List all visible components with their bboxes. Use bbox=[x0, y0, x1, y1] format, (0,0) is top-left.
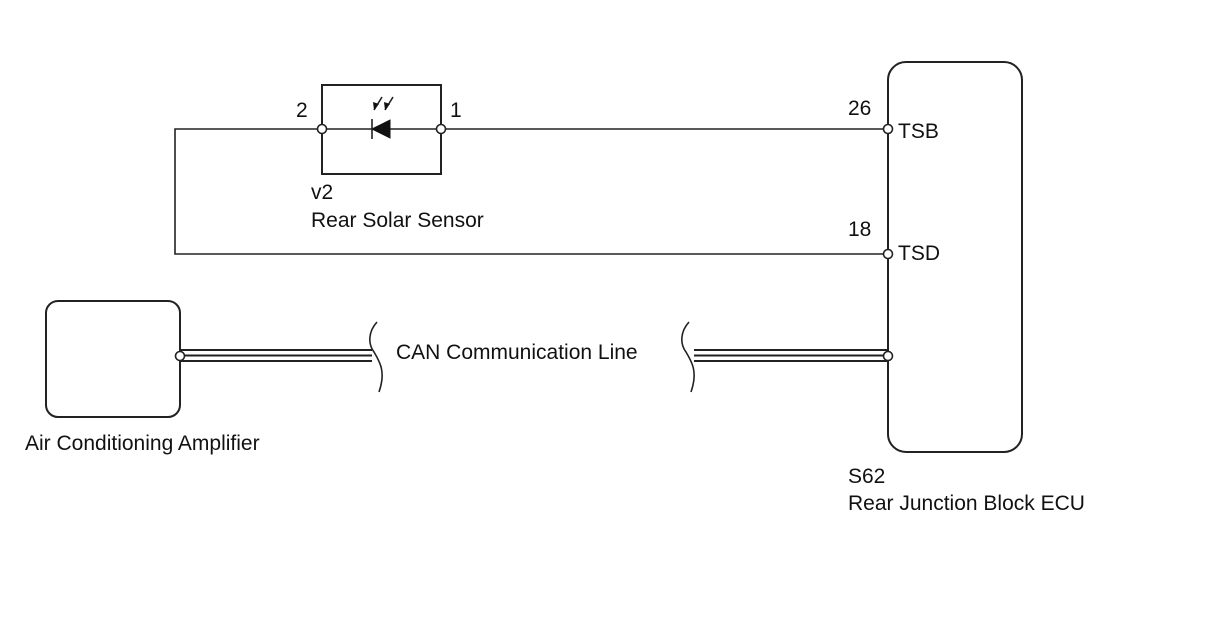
ecu-pin-tsb-label: TSB bbox=[898, 120, 939, 143]
ecu-pin-tsd-label: TSD bbox=[898, 242, 940, 265]
ecu-code-label: S62 bbox=[848, 465, 885, 488]
ecu-terminal-can bbox=[882, 350, 894, 362]
can-line-right bbox=[694, 349, 888, 362]
sensor-pin-2-label: 2 bbox=[296, 99, 308, 122]
amplifier-name-label: Air Conditioning Amplifier bbox=[25, 432, 260, 455]
sensor-pin-1-label: 1 bbox=[450, 99, 462, 122]
air-conditioning-amplifier-box bbox=[45, 300, 181, 418]
ecu-terminal-tsd bbox=[882, 248, 894, 260]
can-line-label: CAN Communication Line bbox=[396, 341, 638, 364]
ecu-pin-18-label: 18 bbox=[848, 218, 871, 241]
can-break-right bbox=[681, 321, 695, 393]
sensor-name-label: Rear Solar Sensor bbox=[311, 209, 484, 232]
can-break-left bbox=[369, 321, 383, 393]
ecu-terminal-tsb bbox=[882, 123, 894, 135]
sensor-terminal-1 bbox=[435, 123, 447, 135]
amplifier-terminal-can bbox=[174, 350, 186, 362]
sensor-terminal-2 bbox=[316, 123, 328, 135]
ecu-name-label: Rear Junction Block ECU bbox=[848, 492, 1085, 515]
sensor-code-label: v2 bbox=[311, 181, 333, 204]
can-line-left bbox=[180, 349, 372, 362]
photodiode-symbol bbox=[322, 96, 441, 139]
wire-tsd bbox=[174, 128, 888, 255]
ecu-pin-26-label: 26 bbox=[848, 97, 871, 120]
